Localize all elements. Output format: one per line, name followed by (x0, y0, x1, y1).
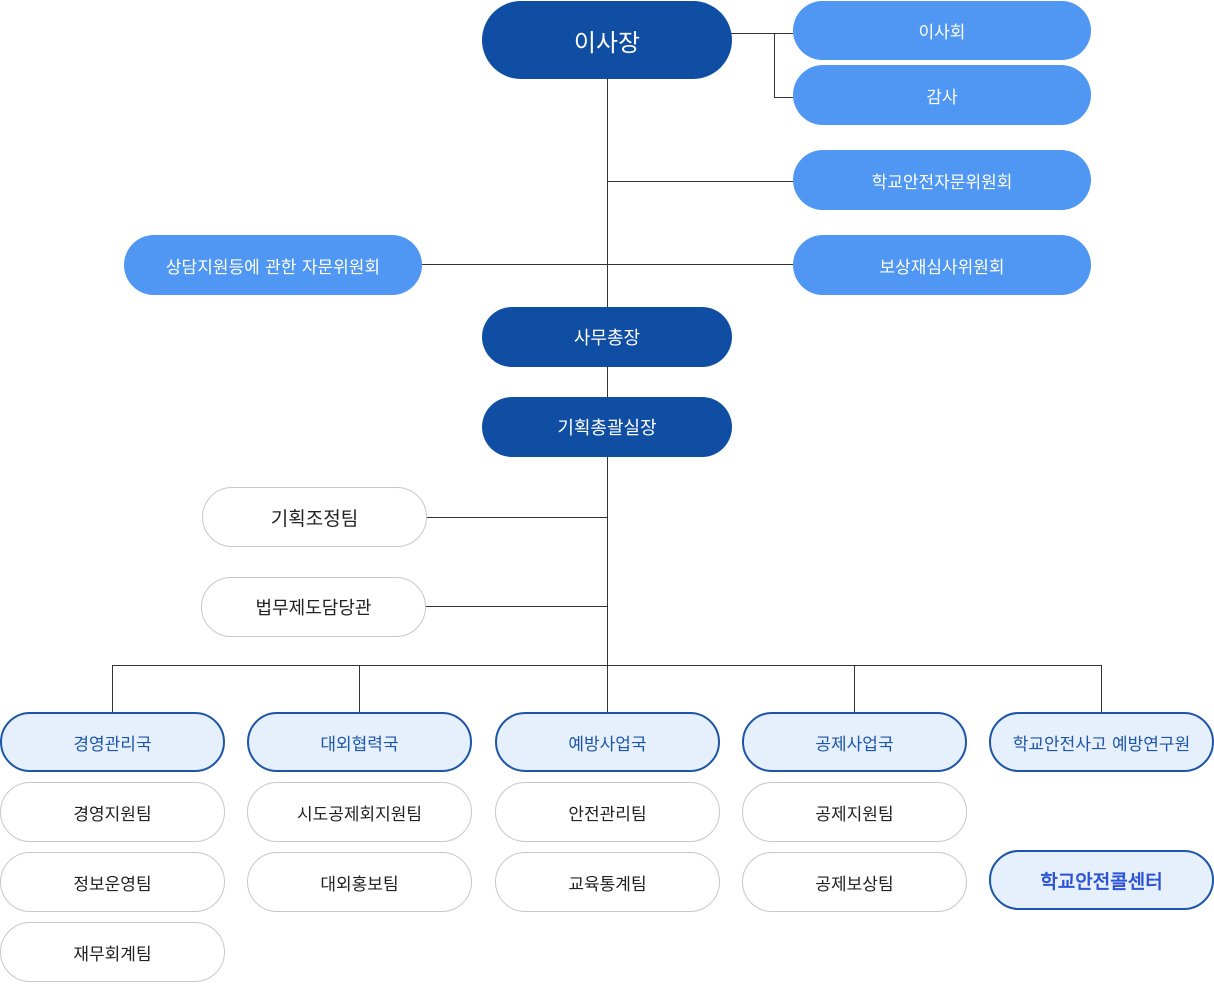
team-box[interactable]: 안전관리팀 (495, 782, 720, 842)
department-box[interactable]: 공제사업국 (742, 712, 967, 772)
planning-team-box[interactable]: 기획조정팀 (202, 487, 427, 547)
department-box[interactable]: 예방사업국 (495, 712, 720, 772)
board-box[interactable]: 이사회 (793, 1, 1091, 60)
counseling-committee-box[interactable]: 상담지원등에 관한 자문위원회 (124, 235, 422, 295)
team-box[interactable]: 경영지원팀 (0, 782, 225, 842)
team-box[interactable]: 대외홍보팀 (247, 852, 472, 912)
audit-box[interactable]: 감사 (793, 65, 1091, 125)
team-box[interactable]: 공제보상팀 (742, 852, 967, 912)
secretary-general-box[interactable]: 사무총장 (482, 307, 732, 367)
department-box[interactable]: 경영관리국 (0, 712, 225, 772)
team-box[interactable]: 정보운영팀 (0, 852, 225, 912)
call-center-box[interactable]: 학교안전콜센터 (989, 850, 1214, 910)
team-box[interactable]: 재무회계팀 (0, 922, 225, 982)
research-institute-box[interactable]: 학교안전사고 예방연구원 (989, 712, 1214, 772)
compensation-committee-box[interactable]: 보상재심사위원회 (793, 235, 1091, 295)
team-box[interactable]: 시도공제회지원팀 (247, 782, 472, 842)
chairman-box[interactable]: 이사장 (482, 1, 732, 79)
legal-officer-box[interactable]: 법무제도담당관 (201, 577, 426, 637)
team-box[interactable]: 교육통계팀 (495, 852, 720, 912)
planning-director-box[interactable]: 기획총괄실장 (482, 397, 732, 457)
department-box[interactable]: 대외협력국 (247, 712, 472, 772)
team-box[interactable]: 공제지원팀 (742, 782, 967, 842)
safety-committee-box[interactable]: 학교안전자문위원회 (793, 150, 1091, 210)
